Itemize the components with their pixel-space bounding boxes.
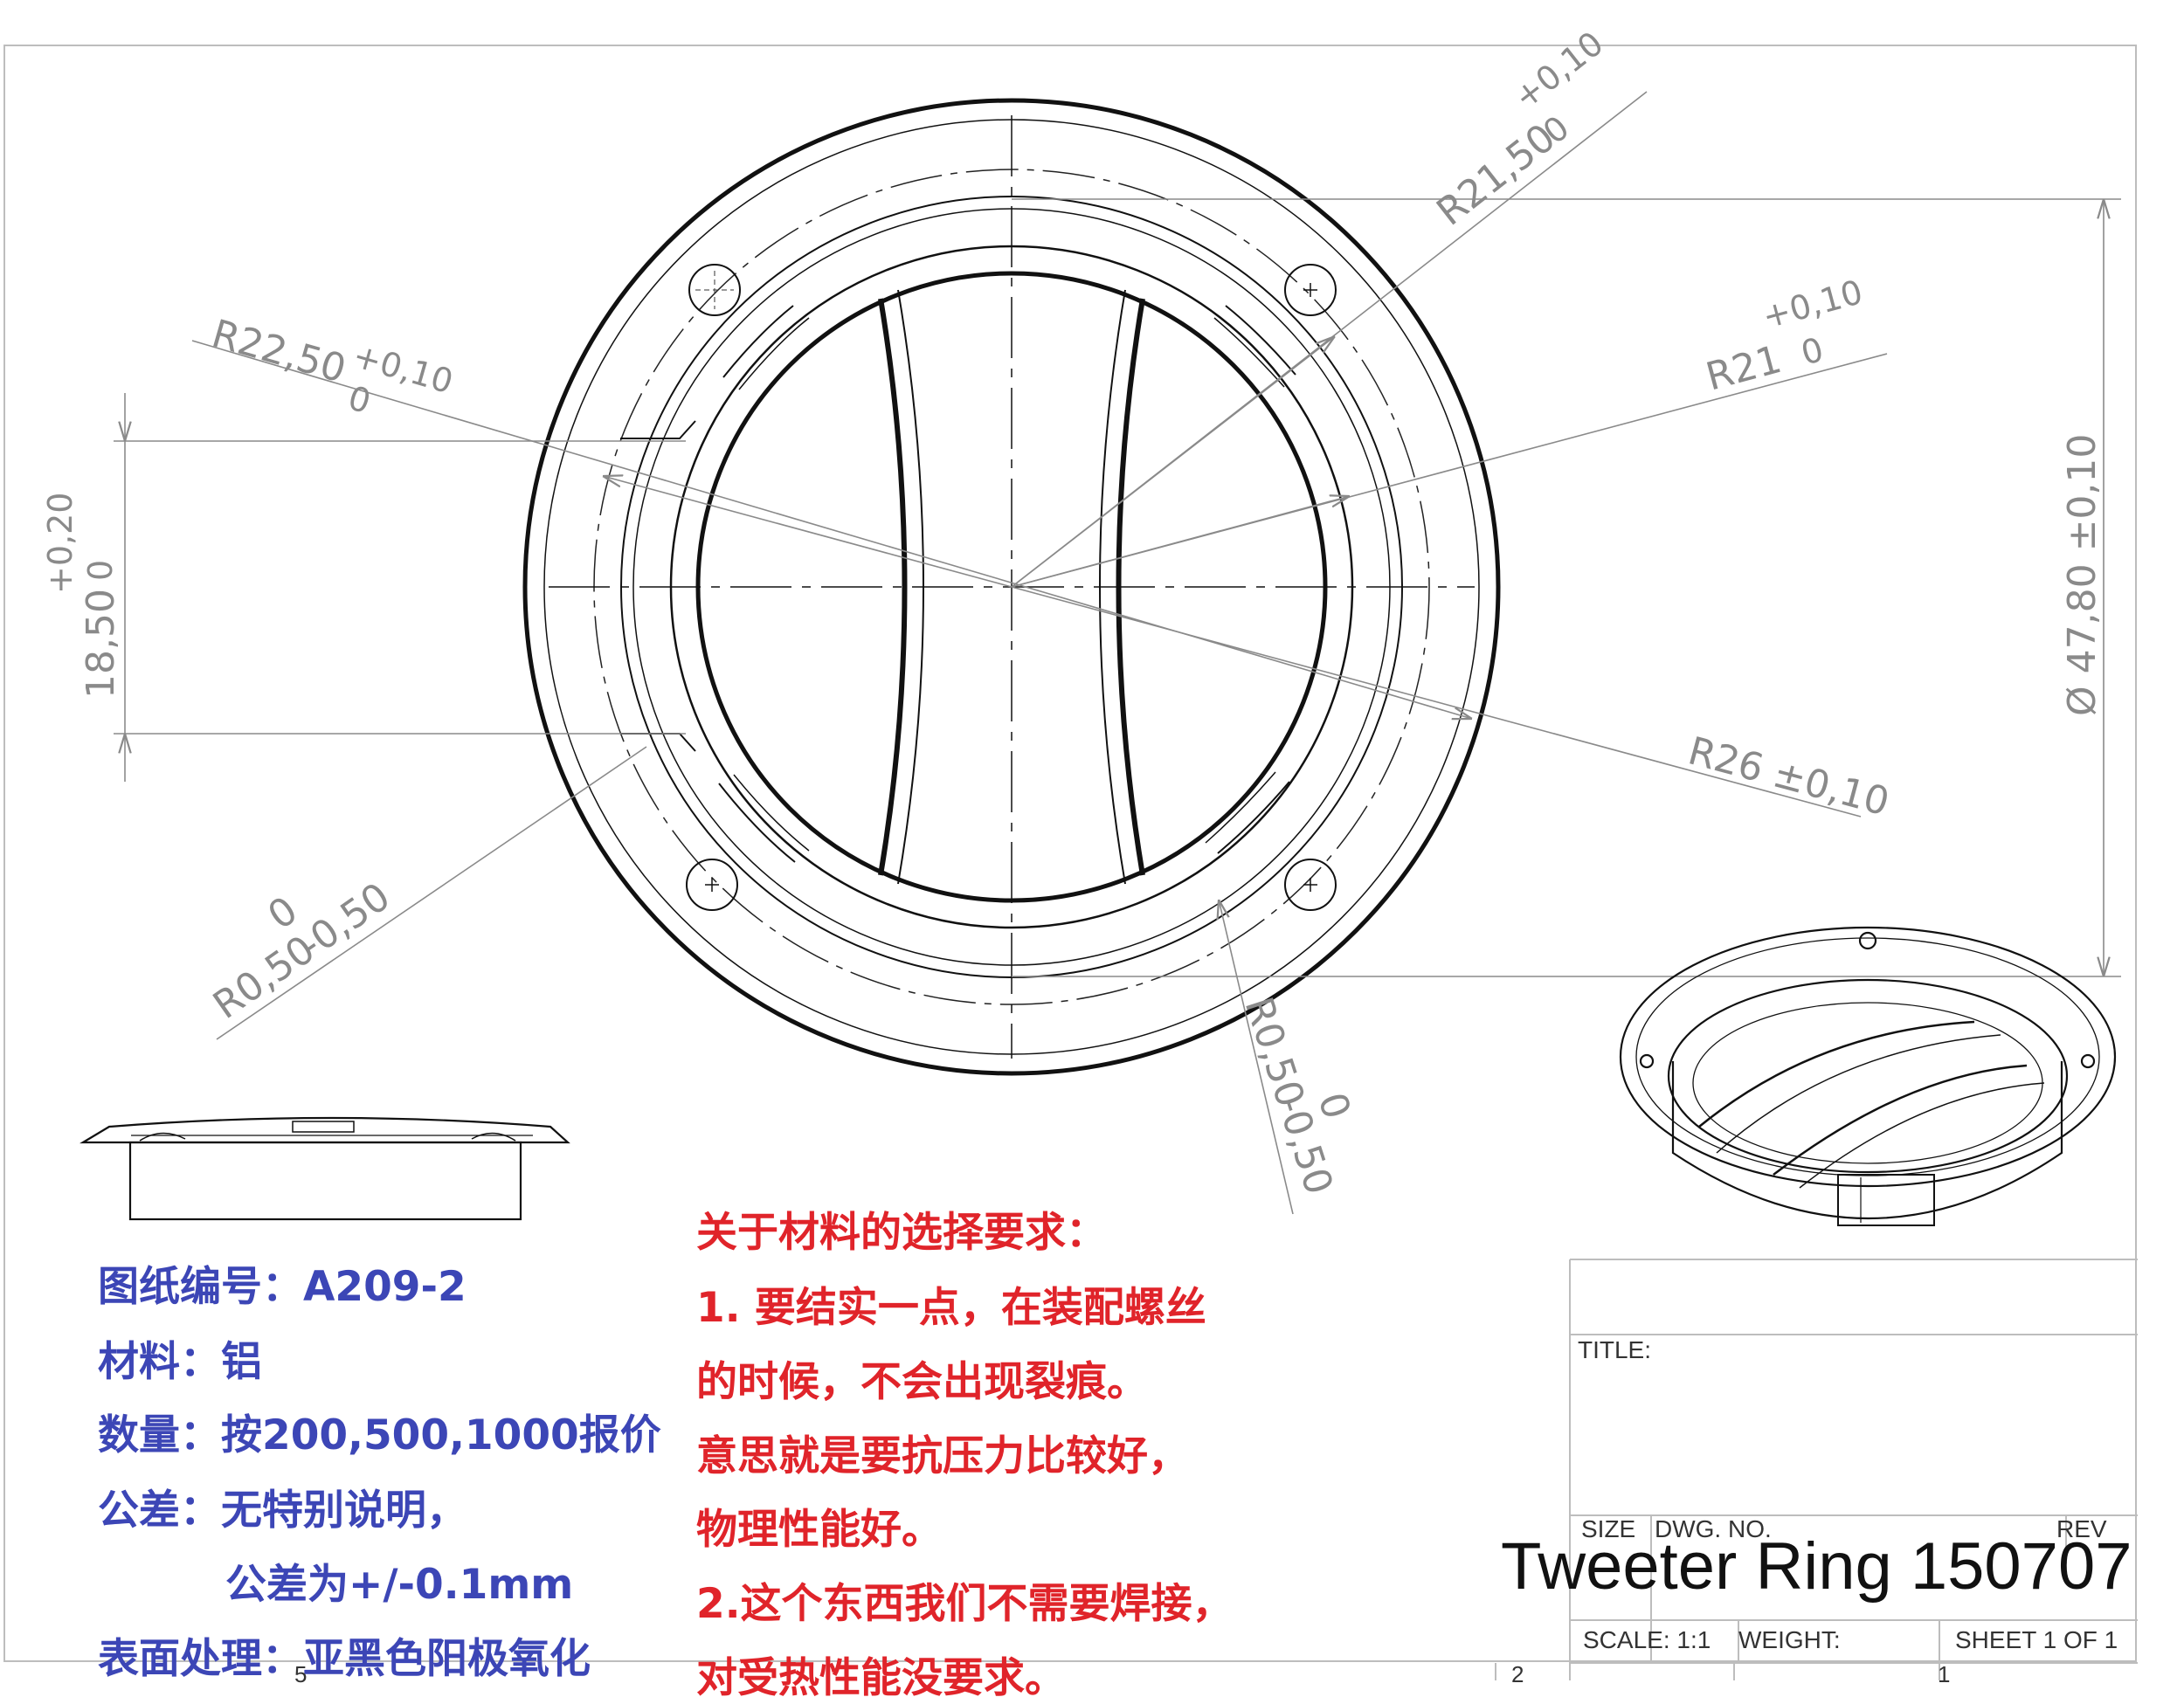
dim-r22-50: R22,50 (207, 312, 351, 392)
drawing-number-note: 图纸编号：A209-2 (98, 1263, 467, 1311)
tolerance-value-note: 公差为+/-0.1mm (225, 1561, 574, 1609)
requirement-line: 的时候，不会出现裂痕。 (696, 1358, 1148, 1406)
surface-treatment-note: 表面处理：亚黑色阳极氧化 (98, 1635, 591, 1683)
dim-r21-50: R21,50 (1428, 115, 1564, 235)
top-view (522, 98, 1501, 1076)
side-view (79, 1116, 570, 1221)
requirement-line: 2.这个东西我们不需要焊接， (696, 1580, 1234, 1628)
dim-r21: R21 (1702, 337, 1787, 400)
dim-r0-50-right-upper: 0 (1309, 1087, 1358, 1124)
dim-r21-50-upper: +0,10 (1507, 24, 1611, 116)
zone-1: 1 (1938, 1661, 1951, 1687)
dim-r26: R26 ±0,10 (1683, 728, 1894, 824)
tolerance-note: 公差：无特别说明， (98, 1487, 467, 1535)
quantity-note: 数量：按200,500,1000报价 (98, 1411, 661, 1459)
dim-h18-upper: +0,20 (41, 493, 79, 594)
sheet-label: SHEET 1 OF 1 (1955, 1626, 2118, 1653)
rev-label: REV (2056, 1515, 2107, 1542)
zone-2: 2 (1511, 1661, 1524, 1687)
dwg-no-label: DWG. NO. (1655, 1515, 1772, 1542)
zone-5: 5 (294, 1661, 308, 1687)
requirement-line: 物理性能好。 (696, 1506, 943, 1554)
dim-r21-upper: +0,10 (1759, 273, 1867, 336)
bolt-hole (1284, 859, 1337, 911)
bolt-hole (688, 264, 741, 316)
material-requirements-heading: 关于材料的选择要求： (696, 1209, 1107, 1257)
dim-h18-50: 18,50 (79, 589, 123, 699)
isometric-view (1619, 926, 2117, 1226)
material-note: 材料：铝 (98, 1338, 262, 1386)
drawing-number: Tweeter Ring 150707 (1501, 1529, 2132, 1604)
dim-r21-lower: 0 (1797, 330, 1828, 373)
dim-h18-lower: 0 (81, 560, 120, 581)
requirement-line: 1. 要结实一点，在装配螺丝 (696, 1284, 1206, 1332)
bolt-hole (1284, 264, 1337, 316)
dimension-leaders (114, 91, 2121, 1215)
title-block (1495, 1259, 2138, 1680)
scale-label: SCALE: 1:1 (1583, 1626, 1711, 1653)
sheet-border (3, 45, 2137, 1662)
size-label: SIZE (1581, 1515, 1636, 1542)
bolt-hole (686, 859, 738, 911)
weight-label: WEIGHT: (1738, 1626, 1841, 1653)
title-label: TITLE: (1578, 1336, 1652, 1363)
dim-r22-50-lower: 0 (344, 378, 375, 421)
dim-diameter: Ø 47,80 ±0,10 (2060, 434, 2105, 716)
dim-r0-50-left-tol: -0,50 (291, 874, 398, 968)
requirement-line: 对受热性能没要求。 (696, 1654, 1066, 1702)
requirement-line: 意思就是要抗压力比较好， (696, 1432, 1189, 1480)
dimension-labels: R22,50 +0,10 0 R21,50 0 +0,10 R21 0 +0,1… (41, 24, 2105, 1199)
